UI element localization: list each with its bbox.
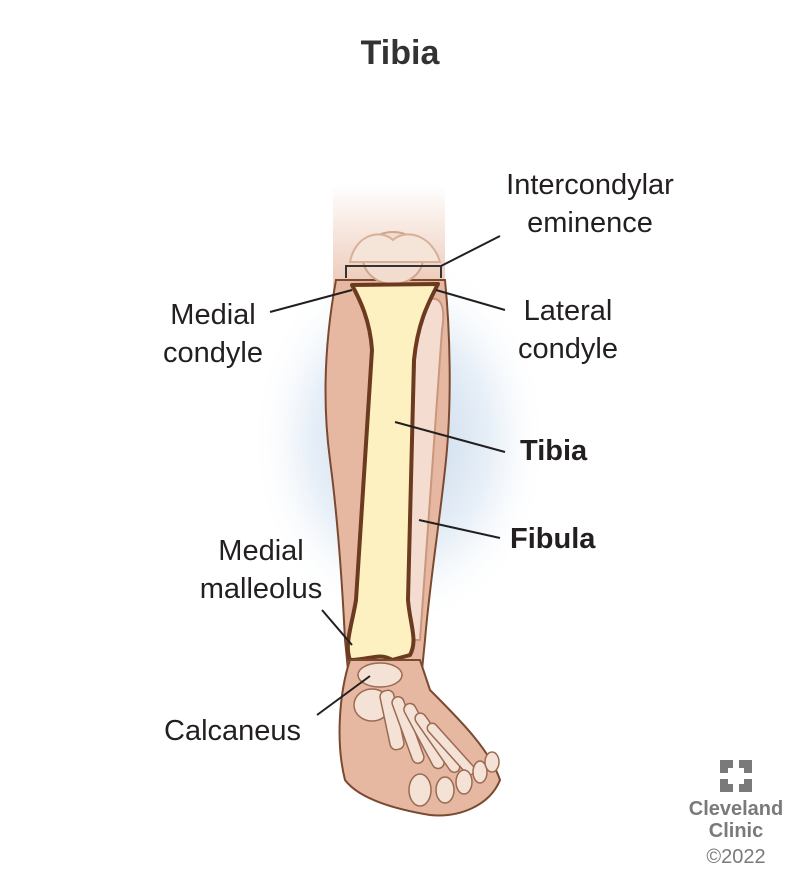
diagram-title: Tibia — [360, 34, 440, 72]
logo-line1: Cleveland — [688, 798, 784, 820]
femur-condyles — [348, 233, 442, 263]
leader-lines — [269, 235, 506, 716]
label-tibia: Tibia — [520, 435, 588, 467]
logo-line2: Clinic — [708, 820, 764, 842]
copyright: ©2022 — [706, 846, 766, 868]
cleveland-clinic-logo: Cleveland Clinic ©2022 — [676, 760, 796, 870]
foot-bones — [353, 662, 500, 807]
label-intercondylar-eminence: Intercondylar eminence — [506, 169, 674, 239]
label-medial-malleolus: Medial malleolus — [199, 535, 323, 605]
cleveland-clinic-cross-icon — [720, 760, 752, 792]
eminence-bracket — [345, 265, 442, 278]
label-lateral-condyle: Lateral condyle — [518, 295, 618, 365]
label-fibula: Fibula — [510, 523, 596, 555]
label-calcaneus: Calcaneus — [164, 715, 302, 747]
tibia-bone — [345, 282, 440, 662]
label-medial-condyle: Medial condyle — [163, 299, 263, 369]
